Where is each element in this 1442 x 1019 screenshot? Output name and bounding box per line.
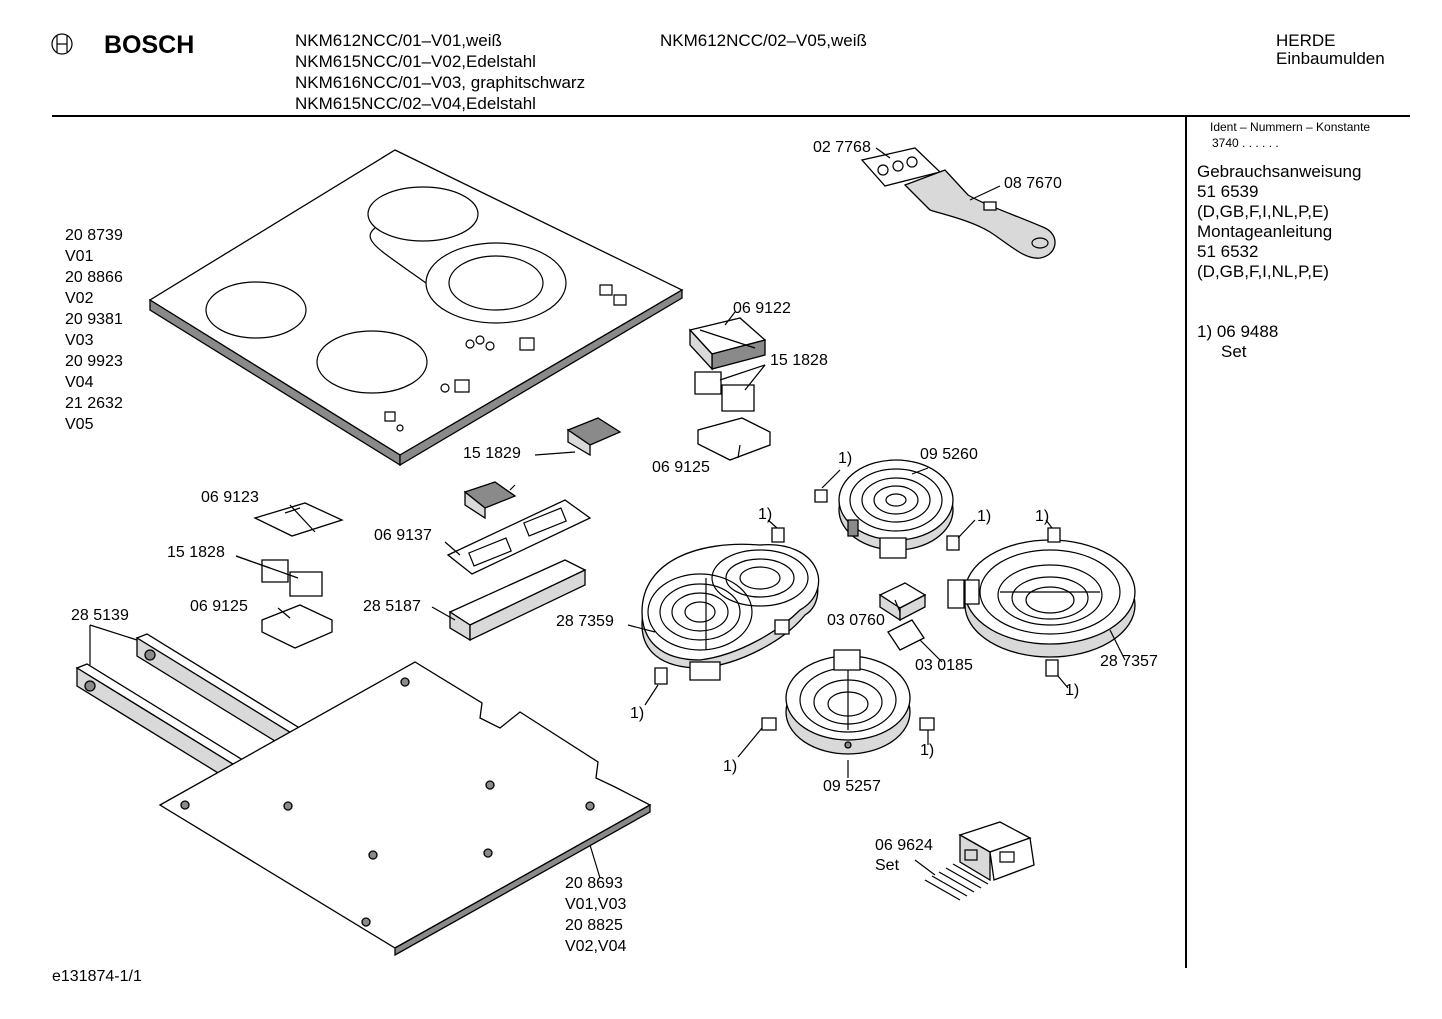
category-line: HERDE xyxy=(1276,31,1336,50)
ref-marker: 1) xyxy=(838,450,853,467)
model-line: NKM616NCC/01–V03, graphitschwarz xyxy=(295,73,586,92)
round-heating-element-top-drawing xyxy=(839,460,953,558)
part-label: 06 9125 xyxy=(190,598,248,615)
ref-marker: 1) xyxy=(977,508,992,525)
part-label: 02 7768 xyxy=(813,139,871,156)
part-label: 28 7359 xyxy=(556,613,614,630)
control-module-right-drawing xyxy=(690,318,770,460)
doc-line: Gebrauchsanweisung xyxy=(1197,162,1362,181)
variant-label: V04 xyxy=(65,374,94,391)
drawing-id: e131874-1/1 xyxy=(52,968,142,985)
model-line-secondary: NKM612NCC/02–V05,weiß xyxy=(660,31,867,50)
doc-line: Montageanleitung xyxy=(1197,222,1333,241)
ref-marker: 1) xyxy=(1035,508,1050,525)
variant-label: V02,V04 xyxy=(565,938,627,955)
variant-label: V03 xyxy=(65,332,94,349)
part-label: 06 9122 xyxy=(733,300,791,317)
variant-label: V01,V03 xyxy=(565,896,627,913)
model-line: NKM612NCC/01–V01,weiß xyxy=(295,31,502,50)
part-label: 20 8866 xyxy=(65,269,123,286)
ref-marker: 1) xyxy=(630,705,645,722)
scraper-tool-drawing xyxy=(862,148,1055,258)
part-label: 03 0760 xyxy=(827,612,885,629)
doc-line: (D,GB,F,I,NL,P,E) xyxy=(1197,202,1329,221)
part-label: 28 5187 xyxy=(363,598,421,615)
category-line: Einbaumulden xyxy=(1276,49,1385,68)
part-label: 20 8739 xyxy=(65,227,123,244)
part-label: 03 0185 xyxy=(915,657,973,674)
part-label: 06 9123 xyxy=(201,489,259,506)
ident-value: 3740 . . . . . . xyxy=(1212,136,1279,150)
part-label: 21 2632 xyxy=(65,395,123,412)
part-label: 28 7357 xyxy=(1100,653,1158,670)
ref-marker: 1) xyxy=(920,742,935,759)
part-label: 15 1829 xyxy=(463,445,521,462)
round-heating-element-bottom-drawing xyxy=(786,650,910,754)
model-line: NKM615NCC/01–V02,Edelstahl xyxy=(295,52,536,71)
ceramic-cooktop-drawing xyxy=(150,150,682,465)
dual-heating-element-drawing xyxy=(642,544,819,680)
doc-line: (D,GB,F,I,NL,P,E) xyxy=(1197,262,1329,281)
variant-label: V02 xyxy=(65,290,94,307)
part-label: 28 5139 xyxy=(71,607,129,624)
part-label: 20 8693 xyxy=(565,875,623,892)
control-module-left-drawing xyxy=(255,503,342,648)
part-label: 08 7670 xyxy=(1004,175,1062,192)
ident-title: Ident – Nummern – Konstante xyxy=(1210,120,1371,134)
variant-label: V05 xyxy=(65,416,94,433)
part-label: 15 1828 xyxy=(770,352,828,369)
mounting-rails-drawing xyxy=(77,634,332,800)
variant-label: V01 xyxy=(65,248,94,265)
doc-line: 51 6532 xyxy=(1197,242,1259,261)
footnote-line: Set xyxy=(1221,342,1247,361)
ref-marker: 1) xyxy=(723,758,738,775)
large-heating-element-drawing xyxy=(948,540,1135,657)
part-label: 20 8825 xyxy=(565,917,623,934)
part-label: 15 1828 xyxy=(167,544,225,561)
footnote-line: 1) 06 9488 xyxy=(1197,322,1279,341)
connector-set-drawing xyxy=(925,822,1034,900)
clip-06-9488-icons xyxy=(655,490,1060,730)
part-label: 06 9137 xyxy=(374,527,432,544)
part-label: 06 9624 xyxy=(875,837,933,854)
brand-name: BOSCH xyxy=(104,31,195,59)
ref-marker: 1) xyxy=(1065,682,1080,699)
part-label: 20 9381 xyxy=(65,311,123,328)
part-label: 06 9125 xyxy=(652,459,710,476)
limiter-and-bracket-drawing xyxy=(880,583,925,650)
leader-lines xyxy=(90,148,1125,878)
part-label: 20 9923 xyxy=(65,353,123,370)
part-label: 09 5260 xyxy=(920,446,978,463)
part-label: 09 5257 xyxy=(823,778,881,795)
set-label: Set xyxy=(875,857,900,874)
model-line: NKM615NCC/02–V04,Edelstahl xyxy=(295,94,536,113)
base-plate-drawing xyxy=(160,662,650,955)
bosch-logo-icon xyxy=(52,34,72,54)
doc-line: 51 6539 xyxy=(1197,182,1259,201)
switch-modules-drawing xyxy=(448,418,620,640)
ref-marker: 1) xyxy=(758,506,773,523)
